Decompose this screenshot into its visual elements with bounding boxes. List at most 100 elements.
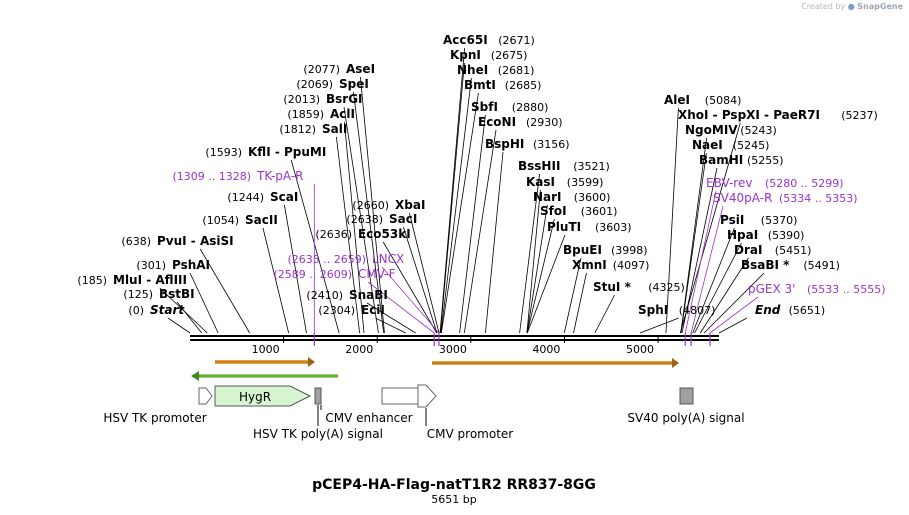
site-bsrgi: BsrGI (2013) bbox=[283, 92, 362, 106]
site-name: KasI bbox=[526, 175, 555, 189]
primer-cmv-f: CMV-F(2589 .. 2609) bbox=[273, 267, 395, 281]
site-name: SfoI bbox=[540, 204, 567, 218]
primer-leader bbox=[381, 266, 440, 334]
plasmid-title: pCEP4-HA-Flag-natT1R2 RR837-8GG bbox=[312, 477, 596, 493]
site-econi: EcoNI (2930) bbox=[478, 115, 563, 129]
site-bmti: BmtI (2685) bbox=[464, 78, 541, 92]
label-hsv-tk-promoter: HSV TK promoter bbox=[103, 411, 206, 425]
tick-label: 4000 bbox=[532, 343, 560, 356]
site-snabi: SnaBI(2410) bbox=[306, 288, 387, 302]
credit: Created by ● SnapGene bbox=[801, 2, 903, 11]
leader-line bbox=[681, 167, 718, 334]
site-name: BstBI bbox=[159, 287, 195, 301]
site-name: EciI bbox=[361, 303, 385, 317]
site-position: (2675) bbox=[491, 49, 528, 62]
primer-leader bbox=[709, 296, 759, 334]
site-position: (4325) bbox=[648, 281, 685, 294]
primer-lncx: LNCX(2635 .. 2659) bbox=[287, 252, 404, 266]
primer-name: LNCX bbox=[372, 252, 404, 266]
site-position: (3600) bbox=[574, 191, 611, 204]
leader-line bbox=[189, 272, 219, 334]
site-bsshii: BssHII (3521) bbox=[518, 159, 610, 173]
site-name: AleI bbox=[664, 93, 690, 107]
snapgene-logo-icon: ● bbox=[847, 2, 855, 11]
site-position: (5237) bbox=[841, 109, 878, 122]
leader-line bbox=[360, 76, 385, 334]
site-position: (301) bbox=[136, 259, 166, 272]
site-name: PluTI bbox=[547, 220, 581, 234]
site-name: BsrGI bbox=[326, 92, 363, 106]
leader-line bbox=[594, 294, 615, 334]
label-cmv-enhancer: CMV enhancer bbox=[325, 411, 412, 425]
leader-line bbox=[573, 272, 587, 334]
site-position: (3521) bbox=[573, 160, 610, 173]
site-name: NaeI bbox=[692, 138, 723, 152]
leader-line bbox=[440, 62, 465, 334]
site-position: (2880) bbox=[512, 101, 549, 114]
leader-line bbox=[526, 189, 541, 334]
site-position: (3603) bbox=[595, 221, 632, 234]
site-position: (5390) bbox=[768, 229, 805, 242]
site-name: NgoMIV bbox=[685, 123, 738, 137]
leader-line bbox=[665, 107, 679, 334]
site-name: NarI bbox=[533, 190, 562, 204]
site-position: (2304) bbox=[318, 304, 355, 317]
leader-line bbox=[343, 106, 379, 334]
site-acli: AclI(1859) bbox=[287, 107, 355, 121]
site-scai: ScaI(1244) bbox=[227, 190, 298, 204]
leader-line bbox=[176, 301, 203, 334]
credit-brand: SnapGene bbox=[857, 2, 903, 11]
site-position: (3599) bbox=[567, 176, 604, 189]
site-name: AclI bbox=[330, 107, 355, 121]
primer-ebv-rev: EBV-rev (5280 .. 5299) bbox=[706, 176, 844, 190]
site-position: (2685) bbox=[505, 79, 542, 92]
site-position: (5084) bbox=[705, 94, 742, 107]
leader-line bbox=[526, 204, 548, 334]
site-name: BssHII bbox=[518, 159, 560, 173]
tick-label: 5000 bbox=[626, 343, 654, 356]
site-name: BamHI bbox=[699, 153, 743, 167]
leader-line bbox=[639, 317, 679, 334]
leader-line bbox=[440, 77, 472, 334]
site-name: ScaI bbox=[270, 190, 298, 204]
site-name: SpeI bbox=[339, 77, 369, 91]
site-name: PshAI bbox=[172, 258, 210, 272]
site-position: (2069) bbox=[296, 78, 333, 91]
site-name: BmtI bbox=[464, 78, 496, 92]
orf-arrow-green-reverse bbox=[191, 371, 338, 381]
site-position: (2930) bbox=[526, 116, 563, 129]
site-name: SalI bbox=[322, 122, 347, 136]
leader-line bbox=[262, 227, 290, 334]
site-name: BsaBI * bbox=[741, 258, 790, 272]
site-xhoi-pspxi-paer7i: XhoI - PspXI - PaeR7I (5237) bbox=[678, 108, 878, 122]
label-hsv-tk-polya: HSV TK poly(A) signal bbox=[253, 427, 383, 441]
label-cmv-promoter: CMV promoter bbox=[427, 427, 514, 441]
leader-line bbox=[694, 242, 742, 334]
leader-line bbox=[679, 122, 741, 334]
leader-line bbox=[526, 218, 555, 334]
leader-line bbox=[459, 114, 486, 334]
site-pshai: PshAI (301) bbox=[136, 258, 210, 272]
site-sali: SalI(1812) bbox=[279, 122, 347, 136]
site-name: MluI - AflIII bbox=[113, 273, 187, 287]
site-position: (2671) bbox=[498, 34, 535, 47]
primer-name: EBV-rev bbox=[706, 176, 752, 190]
site-start: Start(0) bbox=[128, 303, 185, 317]
credit-prefix: Created by bbox=[801, 2, 846, 11]
feature-sv40-polya bbox=[679, 387, 694, 405]
site-position: (1593) bbox=[205, 146, 242, 159]
site-xmni: XmnI(4097) bbox=[572, 258, 649, 272]
site-position: (3156) bbox=[533, 138, 570, 151]
site-position: (2013) bbox=[283, 93, 320, 106]
feature-hsv-tk-promoter bbox=[198, 387, 213, 405]
site-bamhi: BamHI(5255) bbox=[699, 153, 784, 167]
primer-range: (5280 .. 5299) bbox=[765, 177, 844, 190]
leader-line bbox=[440, 92, 479, 334]
site-name: EcoNI bbox=[478, 115, 516, 129]
leader-line bbox=[718, 317, 748, 334]
site-kfli-ppumi: KflI - PpuMI(1593) bbox=[205, 145, 326, 159]
site-name: XhoI - PspXI - PaeR7I bbox=[678, 108, 820, 122]
leader-line bbox=[375, 317, 406, 334]
site-name: BspHI bbox=[485, 137, 524, 151]
